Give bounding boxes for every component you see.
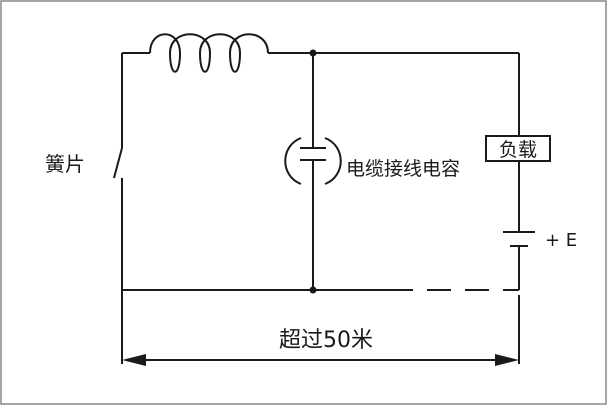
reed-switch-label: 簧片 [45,152,85,176]
load-box [485,135,551,162]
capacitor-bracket-right [324,137,342,185]
load-label: 负载 [499,139,537,161]
dimension-arrow-right [495,354,519,366]
cable-capacitance-label: 电缆接线电容 [346,158,460,180]
distance-label: 超过50米 [279,328,373,353]
capacitor-bracket-left [284,137,302,185]
reed-switch-blade [113,147,123,179]
battery-label: + E [545,230,577,251]
dimension-arrow-left [122,354,146,366]
junction-dot-top [309,49,317,57]
inductor-coil [149,33,269,73]
